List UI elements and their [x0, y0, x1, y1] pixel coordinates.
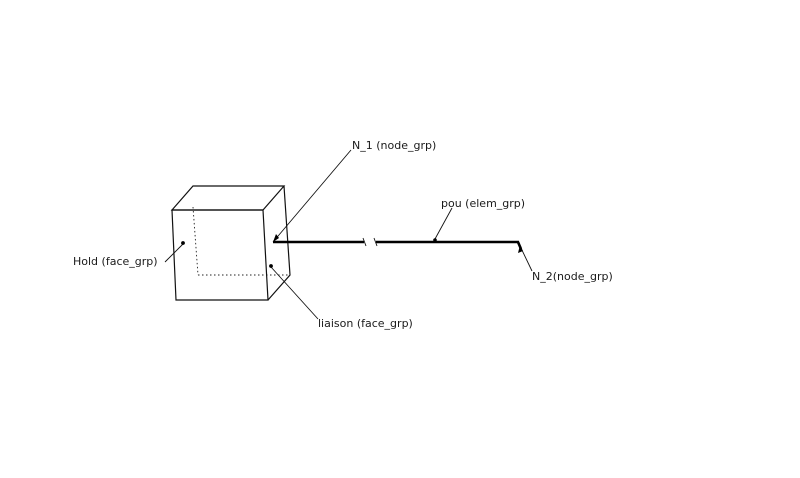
- cube-front-face: [171, 209, 269, 301]
- cube: [170, 185, 291, 301]
- cube-top-face: [170, 185, 286, 211]
- beam-break-mark-left: [362, 237, 367, 247]
- pou-leader: [434, 207, 453, 240]
- hold-leader: [164, 243, 184, 263]
- liaison-leader: [270, 266, 319, 320]
- cube-hidden-edge-vertical: [192, 206, 199, 276]
- pou-marker: [433, 238, 437, 242]
- beam-break-mark-right: [373, 237, 378, 247]
- leaders: [164, 149, 533, 320]
- label-hold: Hold (face_grp): [73, 255, 158, 268]
- beam: [273, 237, 523, 250]
- liaison-marker: [269, 264, 273, 268]
- n2-arrowhead: [518, 245, 523, 253]
- label-liaison: liaison (face_grp): [318, 317, 413, 330]
- label-pou: pou (elem_grp): [441, 197, 525, 210]
- label-n2: N_2(node_grp): [532, 270, 613, 283]
- hold-marker: [181, 241, 185, 245]
- cube-right-face: [267, 185, 291, 301]
- n1-leader: [272, 149, 352, 243]
- label-n1: N_1 (node_grp): [352, 139, 436, 152]
- n1-arrowhead: [273, 234, 279, 242]
